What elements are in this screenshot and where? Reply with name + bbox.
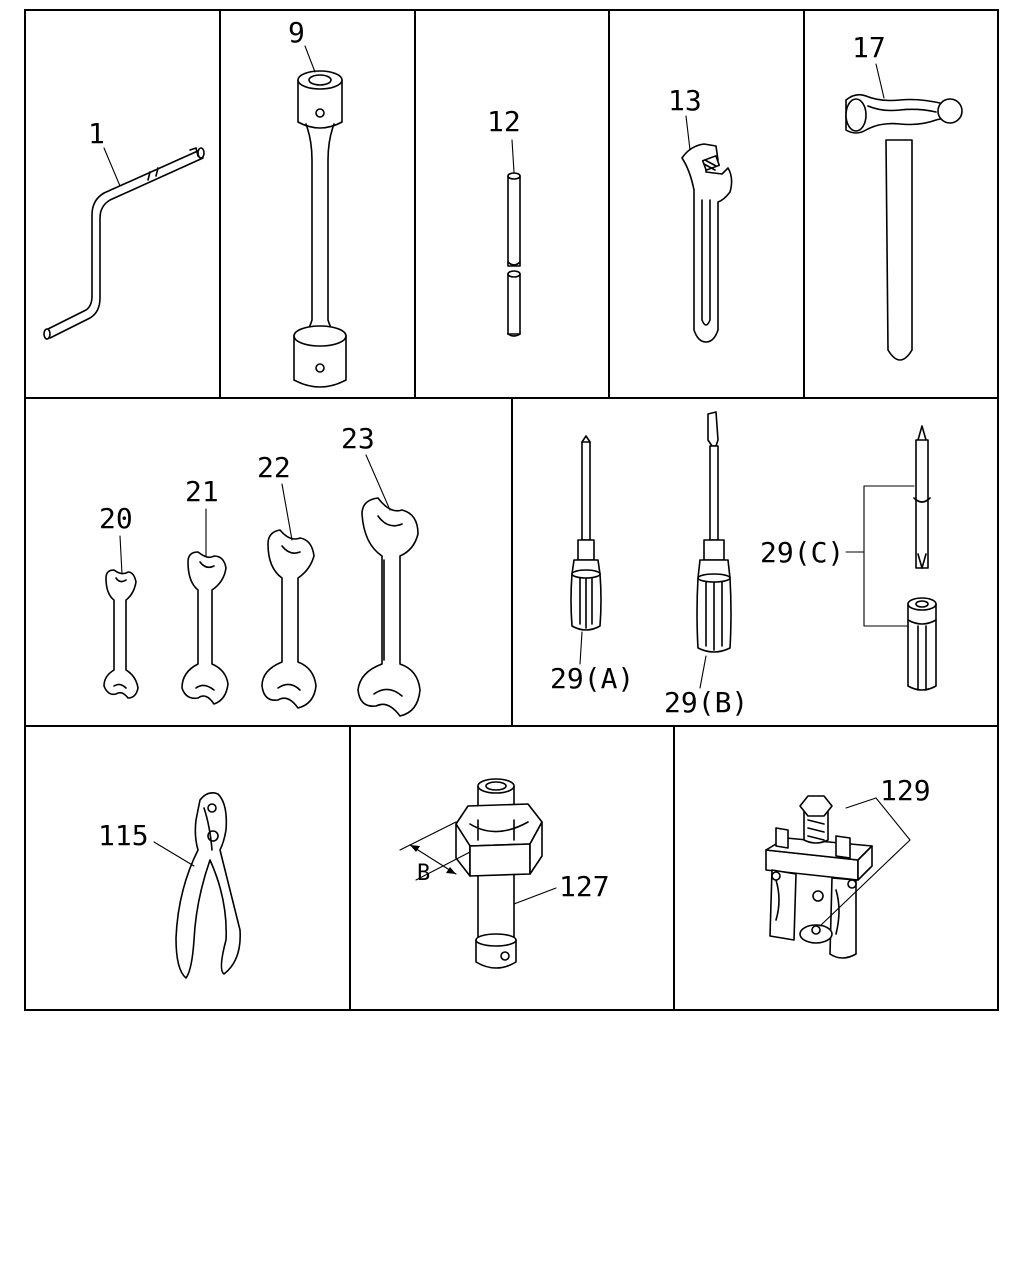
spanner-22-illustration	[261, 529, 317, 709]
adjustable-wrench-illustration	[681, 143, 733, 343]
leader-29b	[699, 655, 707, 689]
leader-23	[365, 454, 391, 511]
hub-nut-wrench-illustration	[455, 778, 543, 969]
part-label-23: 23	[341, 422, 375, 455]
part-label-127: 127	[559, 870, 610, 903]
spanner-21-illustration	[181, 551, 229, 705]
panel-grid	[24, 9, 999, 1011]
part-label-29c: 29(C)	[760, 536, 844, 569]
dimension-b	[399, 821, 471, 881]
leader-9	[304, 45, 316, 73]
leader-127	[513, 887, 557, 905]
leader-129	[819, 797, 911, 927]
wheel-nut-wrench-illustration	[293, 70, 347, 388]
leader-17	[875, 63, 885, 99]
hammer-illustration	[845, 93, 963, 361]
pliers-illustration	[175, 792, 241, 979]
part-label-129: 129	[880, 774, 931, 807]
screwdriver-b-illustration	[696, 411, 732, 653]
bracket-29c	[845, 485, 915, 627]
spanner-20-illustration	[103, 569, 139, 699]
spanner-23-illustration	[357, 497, 421, 717]
screwdriver-c-bit-illustration	[913, 425, 931, 569]
leader-13	[685, 115, 691, 151]
part-label-115: 115	[98, 819, 149, 852]
leader-12	[511, 139, 515, 173]
leader-29a	[579, 631, 583, 665]
jack-handle-illustration	[43, 147, 205, 340]
part-label-9: 9	[288, 16, 305, 49]
part-label-17: 17	[852, 31, 886, 64]
part-label-13: 13	[668, 84, 702, 117]
part-label-21: 21	[185, 475, 219, 508]
leader-1	[103, 147, 121, 187]
screwdriver-a-illustration	[570, 435, 602, 631]
leader-115	[153, 841, 195, 867]
dimension-label-b: B	[417, 861, 430, 886]
part-label-12: 12	[487, 105, 521, 138]
part-label-29a: 29(A)	[550, 662, 634, 695]
leader-22	[281, 483, 293, 541]
part-label-1: 1	[88, 117, 105, 150]
part-label-29b: 29(B)	[664, 686, 748, 719]
part-label-22: 22	[257, 451, 291, 484]
puller-illustration	[765, 795, 873, 959]
screwdriver-c-handle-illustration	[907, 597, 937, 691]
leader-20	[119, 535, 123, 575]
bar-illustration	[507, 172, 521, 337]
part-label-20: 20	[99, 502, 133, 535]
